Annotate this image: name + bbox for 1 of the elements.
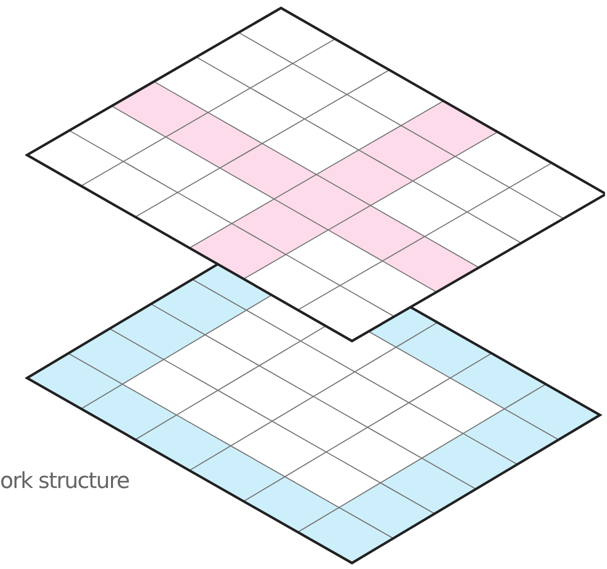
caption-text: ork structure xyxy=(0,469,130,494)
